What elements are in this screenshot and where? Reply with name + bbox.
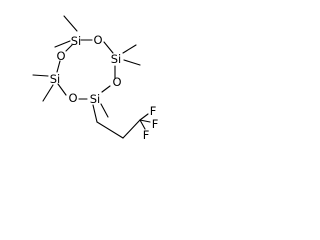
atom-o4: O <box>56 49 65 63</box>
bond-si1-methyl-b <box>54 40 71 48</box>
bond-si1-methyl-a <box>63 15 78 32</box>
atom-o2: O <box>112 75 121 89</box>
bond-c3-f2 <box>139 119 151 123</box>
bond-si4-methyl-b <box>42 84 54 102</box>
atom-f2: F <box>152 117 159 131</box>
atom-si3: Si <box>90 92 101 106</box>
bond-o4-si1 <box>65 44 73 52</box>
structure-canvas: Si Si Si Si O O O O F F F <box>0 0 192 175</box>
bond-si4-o4 <box>56 60 61 73</box>
bond-si3-methyl <box>100 103 109 118</box>
bond-o1-si2 <box>103 41 114 54</box>
atom-si1: Si <box>71 34 82 48</box>
atom-labels: Si Si Si Si O O O O F F F <box>50 33 159 142</box>
atom-o3: O <box>68 91 77 105</box>
bond-c3-f1 <box>139 113 149 121</box>
bond-si2-methyl-b <box>123 59 141 66</box>
bond-o2-si3 <box>101 85 111 93</box>
atom-f3: F <box>143 128 150 142</box>
bond-si3-c1 <box>92 104 98 123</box>
atom-si2: Si <box>111 52 122 66</box>
molecule-structure: Si Si Si Si O O O O F F F <box>32 15 159 142</box>
atom-f1: F <box>150 104 157 118</box>
atom-o1: O <box>93 33 102 47</box>
bonds <box>32 15 151 139</box>
bond-c3-f3 <box>139 119 146 130</box>
bond-o3-si4 <box>57 83 67 96</box>
bond-si2-methyl-a <box>122 44 137 54</box>
bond-si4-methyl-a <box>32 74 49 77</box>
bond-c1-c2 <box>96 121 124 139</box>
bond-c2-c3 <box>122 119 141 139</box>
atom-si4: Si <box>50 72 61 86</box>
